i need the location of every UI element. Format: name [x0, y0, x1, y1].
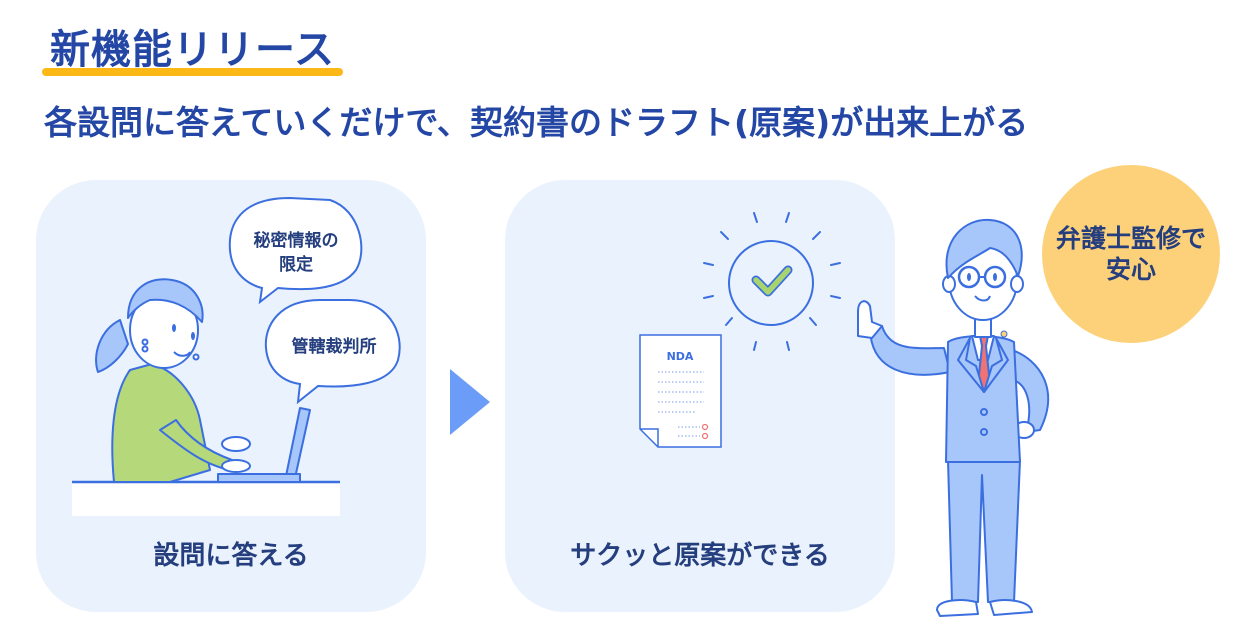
lawyer-illustration: [857, 218, 1050, 617]
step-1-caption: 設問に答える: [153, 541, 309, 571]
title-underline: [42, 68, 343, 76]
speech-bubble-icon: 秘密情報の 限定: [228, 196, 363, 305]
speech-bubble-icon: 管轄裁判所: [264, 299, 401, 405]
badge-line-1: 弁護士監修で: [1055, 224, 1206, 253]
nda-document-icon: NDA: [639, 334, 722, 448]
check-icon-fill: [753, 267, 791, 295]
nda-label: NDA: [667, 350, 694, 363]
next-arrow-icon: [450, 369, 490, 435]
badge-line-2: 安心: [1105, 255, 1156, 284]
bubble-1-line-2: 限定: [279, 254, 313, 275]
lawyer-supervised-badge: 弁護士監修で 安心: [1042, 165, 1220, 343]
bubble-1-line-1: 秘密情報の: [254, 230, 339, 251]
check-burst-illustration: [703, 212, 841, 351]
page-subtitle: 各設問に答えていくだけで、契約書のドラフト(原案)が出来上がる: [44, 103, 1029, 142]
page-title: 新機能リリース: [50, 27, 335, 73]
title-block: 新機能リリース: [42, 26, 343, 76]
woman-typing-illustration: [72, 278, 340, 516]
bubble-2-text: 管轄裁判所: [292, 336, 377, 357]
step-2-caption: サクッと原案ができる: [570, 541, 830, 571]
